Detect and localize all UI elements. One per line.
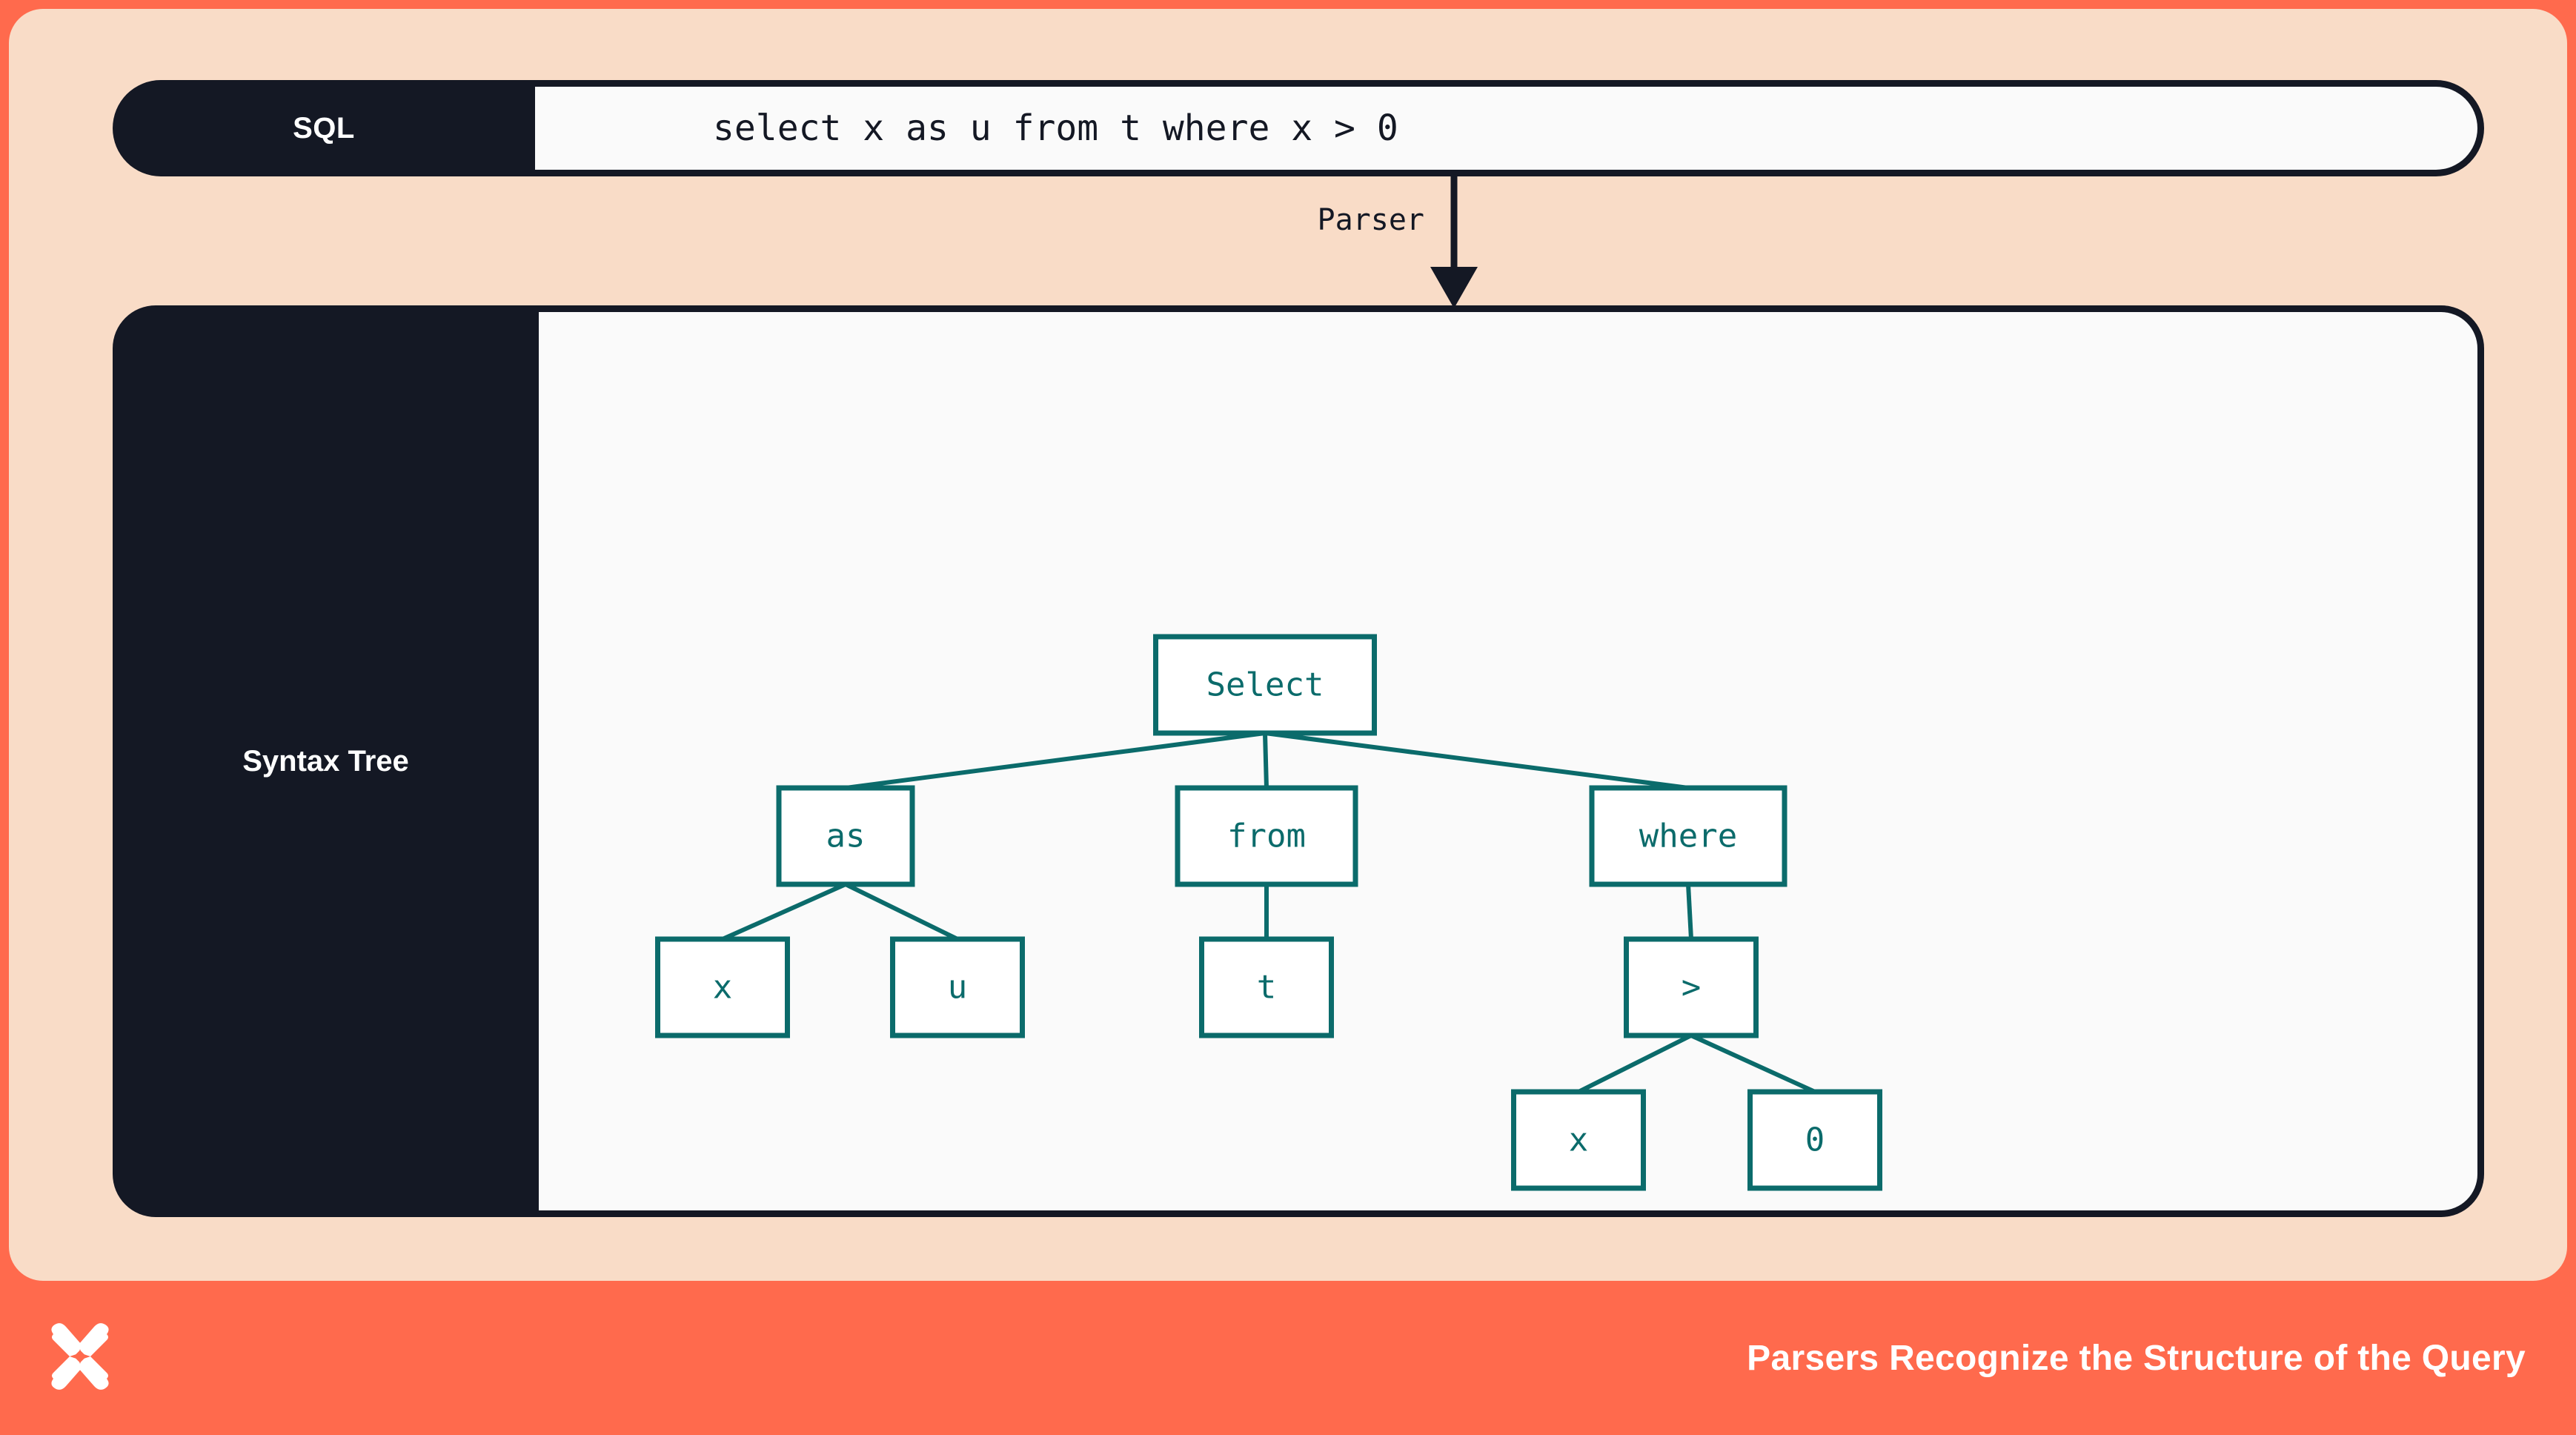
tree-node-label: x <box>1569 1121 1589 1159</box>
tree-edge <box>1264 731 1689 790</box>
parser-label: Parser <box>1317 203 1425 237</box>
tree-edge <box>721 882 847 941</box>
tree-node-box <box>655 936 790 1038</box>
tree-node-label: 0 <box>1805 1121 1825 1159</box>
tree-node-label: Select <box>1206 666 1324 704</box>
tree-node[interactable]: > <box>1624 936 1759 1038</box>
tree-node-label: as <box>826 818 866 855</box>
tree-node-box <box>1511 1089 1646 1191</box>
sql-label-pill: SQL <box>113 80 535 176</box>
tree-edge <box>1690 1033 1816 1094</box>
tree-node[interactable]: x <box>1511 1089 1646 1191</box>
tree-edge <box>1686 884 1693 940</box>
tree-node-box <box>890 936 1025 1038</box>
main-canvas: SQL select x as u from t where x > 0 Par… <box>9 9 2567 1281</box>
tree-node-box <box>1624 936 1759 1038</box>
tree-edge <box>844 882 959 941</box>
sql-query-box[interactable]: select x as u from t where x > 0 <box>535 80 2484 176</box>
tree-node[interactable]: x <box>655 936 790 1038</box>
footer-bar: Parsers Recognize the Structure of the Q… <box>0 1281 2576 1435</box>
syntax-tree-canvas: Select as from where x u t > x 0 <box>539 305 2484 1217</box>
x-mark-logo-icon <box>51 1323 109 1390</box>
tree-edge <box>1263 732 1269 789</box>
tree-node[interactable]: t <box>1199 936 1334 1038</box>
tree-node-label: u <box>948 969 968 1007</box>
tree-node[interactable]: as <box>776 785 915 887</box>
tree-node[interactable]: u <box>890 936 1025 1038</box>
tree-node-box <box>776 785 915 887</box>
arrow-down-icon <box>1430 176 1478 308</box>
tree-node-box <box>1589 785 1787 887</box>
sql-query-text: select x as u from t where x > 0 <box>713 107 1398 149</box>
tree-node-label: > <box>1682 969 1702 1007</box>
tree-edge <box>845 731 1266 790</box>
syntax-tree-panel: Syntax Tree Select as from where x u t > x 0 <box>113 305 2484 1217</box>
tree-node-label: t <box>1257 969 1277 1007</box>
tree-node-label: x <box>713 969 733 1007</box>
tree-edge <box>1577 1033 1693 1094</box>
tree-node[interactable]: where <box>1589 785 1787 887</box>
tree-node[interactable]: from <box>1175 785 1358 887</box>
syntax-tree-label: Syntax Tree <box>242 744 409 778</box>
tree-node-box <box>1747 1089 1882 1191</box>
tree-node-box <box>1175 785 1358 887</box>
tree-node-label: where <box>1639 818 1737 855</box>
footer-caption: Parsers Recognize the Structure of the Q… <box>1747 1338 2526 1378</box>
syntax-tree-graphic: Select as from where x u t > x 0 <box>655 634 1882 1191</box>
tree-node-box <box>1199 936 1334 1038</box>
sql-row: SQL select x as u from t where x > 0 <box>113 80 2484 176</box>
syntax-tree-label-pill: Syntax Tree <box>113 305 539 1217</box>
sql-label: SQL <box>293 111 355 145</box>
tree-node-label: from <box>1227 818 1306 855</box>
parser-arrow-group: Parser <box>1269 176 1580 310</box>
tree-node-box <box>1153 634 1377 736</box>
tree-node[interactable]: Select <box>1153 634 1377 736</box>
tree-node[interactable]: 0 <box>1747 1089 1882 1191</box>
